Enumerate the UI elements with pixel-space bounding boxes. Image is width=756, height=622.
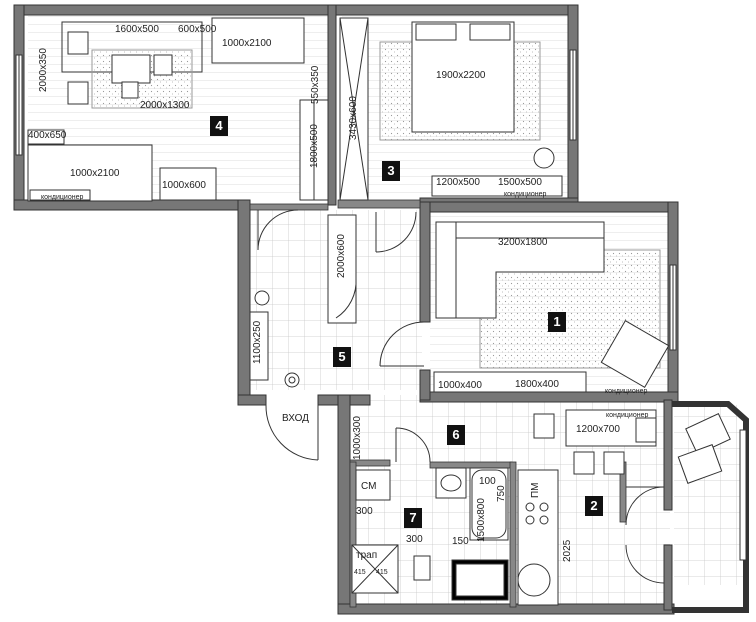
- room-number-3: 3: [382, 161, 400, 181]
- label-room7-d300a: 300: [356, 506, 373, 517]
- label-room3-bed: 1900x2200: [436, 70, 486, 81]
- room7-fixtures: [351, 467, 509, 601]
- label-room4-ac: кондиционер: [41, 194, 84, 201]
- label-room3-chest2: 1500x500: [498, 177, 542, 188]
- label-room7-bath: 1500x800: [476, 498, 487, 542]
- label-room7-washer: СМ: [361, 481, 377, 492]
- room-number-7: 7: [404, 508, 422, 528]
- label-room6-shelf: 1000x300: [352, 416, 363, 460]
- label-room4-desk-small: 400x650: [28, 130, 67, 141]
- label-room2-fridge: ПМ: [530, 482, 541, 498]
- partitions: [249, 199, 627, 608]
- room3-furniture: [339, 17, 563, 201]
- label-room7-trap: трап: [356, 550, 378, 561]
- label-room5-shelf: 1100x250: [252, 320, 263, 364]
- label-room3-wardrobe: 3430x600: [348, 96, 359, 140]
- room2-furniture: [517, 409, 731, 606]
- room1-furniture: [433, 221, 670, 393]
- label-room4-wardrobe-top: 1600x500: [115, 24, 159, 35]
- label-room4-bed-bottom: 1000x2100: [70, 168, 120, 179]
- label-room3-chest1: 1200x500: [436, 177, 480, 188]
- label-room5-entrance: ВХОД: [282, 413, 309, 424]
- hall-furniture: [249, 214, 357, 388]
- label-room7-d150: 150: [452, 536, 469, 547]
- label-room5-wardrobe: 2000x600: [336, 234, 347, 278]
- room-number-2: 2: [585, 496, 603, 516]
- label-room1-sofa: 3200x1800: [498, 237, 548, 248]
- label-room4-rug: 2000x1300: [140, 100, 190, 111]
- room-number-4: 4: [210, 116, 228, 136]
- label-room4-shelf: 600x500: [178, 24, 217, 35]
- label-room2-ac: кондиционер: [606, 412, 649, 419]
- label-room7-d750: 750: [496, 485, 507, 502]
- room4-furniture: [27, 17, 329, 202]
- label-room4-cabinet: 1000x600: [162, 180, 206, 191]
- label-room2-dim: 2025: [562, 539, 573, 562]
- label-room4-wardrobe-mid: 1800x500: [309, 124, 320, 168]
- label-room1-cab1: 1000x400: [438, 380, 482, 391]
- label-room2-table: 1200x700: [576, 424, 620, 435]
- doors: [257, 209, 665, 584]
- label-room7-d415b: 415: [376, 569, 388, 576]
- label-room7-d300b: 300: [406, 534, 423, 545]
- label-room3-ac: кондиционер: [504, 191, 547, 198]
- label-room4-right-small: 550x350: [310, 65, 321, 104]
- label-room1-cab2: 1800x400: [515, 379, 559, 390]
- label-room4-left-wall: 2000x350: [38, 48, 49, 92]
- label-room4-bed-top: 1000x2100: [222, 38, 272, 49]
- label-room1-ac: кондиционер: [605, 388, 648, 395]
- windows: [15, 49, 747, 561]
- label-room7-d415a: 415: [354, 569, 366, 576]
- room-number-6: 6: [447, 425, 465, 445]
- room-number-1: 1: [548, 312, 566, 332]
- label-room7-d100: 100: [479, 476, 496, 487]
- room-number-5: 5: [333, 347, 351, 367]
